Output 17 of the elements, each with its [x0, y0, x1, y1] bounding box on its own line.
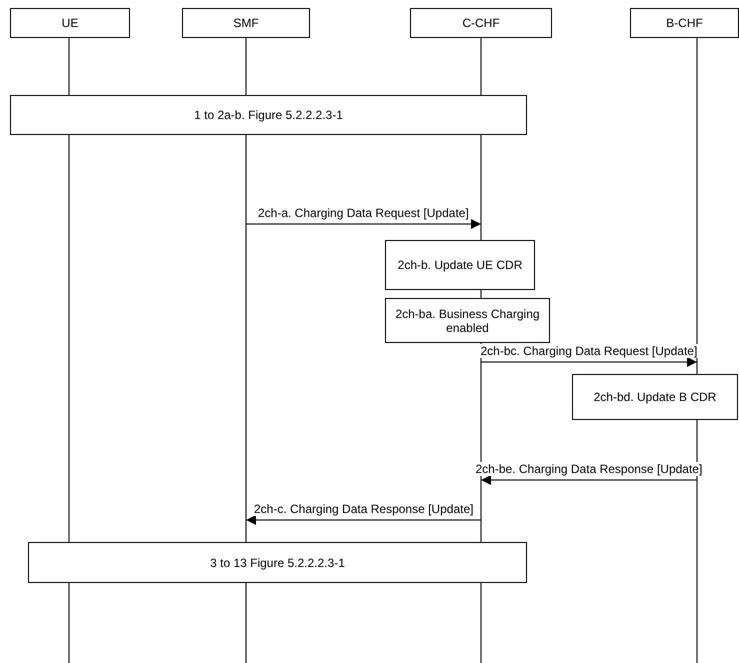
message-arrow — [246, 219, 482, 229]
participant-box: B-CHF — [630, 8, 739, 38]
message-label: 2ch-bc. Charging Data Request [Update] — [480, 344, 698, 358]
message-arrow — [246, 515, 482, 525]
process-box: 2ch-b. Update UE CDR — [385, 240, 535, 290]
message-arrow — [480, 357, 698, 367]
participant-box: SMF — [182, 8, 310, 38]
process-box: 2ch-bd. Update B CDR — [572, 374, 738, 420]
process-box: 2ch-ba. Business Charging enabled — [385, 298, 550, 343]
process-box: 1 to 2a-b. Figure 5.2.2.2.3-1 — [10, 95, 527, 135]
message-label: 2ch-c. Charging Data Response [Update] — [253, 502, 474, 516]
message-label: 2ch-a. Charging Data Request [Update] — [257, 206, 470, 220]
process-box: 3 to 13 Figure 5.2.2.2.3-1 — [28, 542, 527, 583]
message-arrow — [480, 475, 698, 485]
participant-box: UE — [10, 8, 130, 38]
message-label: 2ch-be. Charging Data Response [Update] — [474, 462, 704, 476]
participant-box: C-CHF — [410, 8, 552, 38]
